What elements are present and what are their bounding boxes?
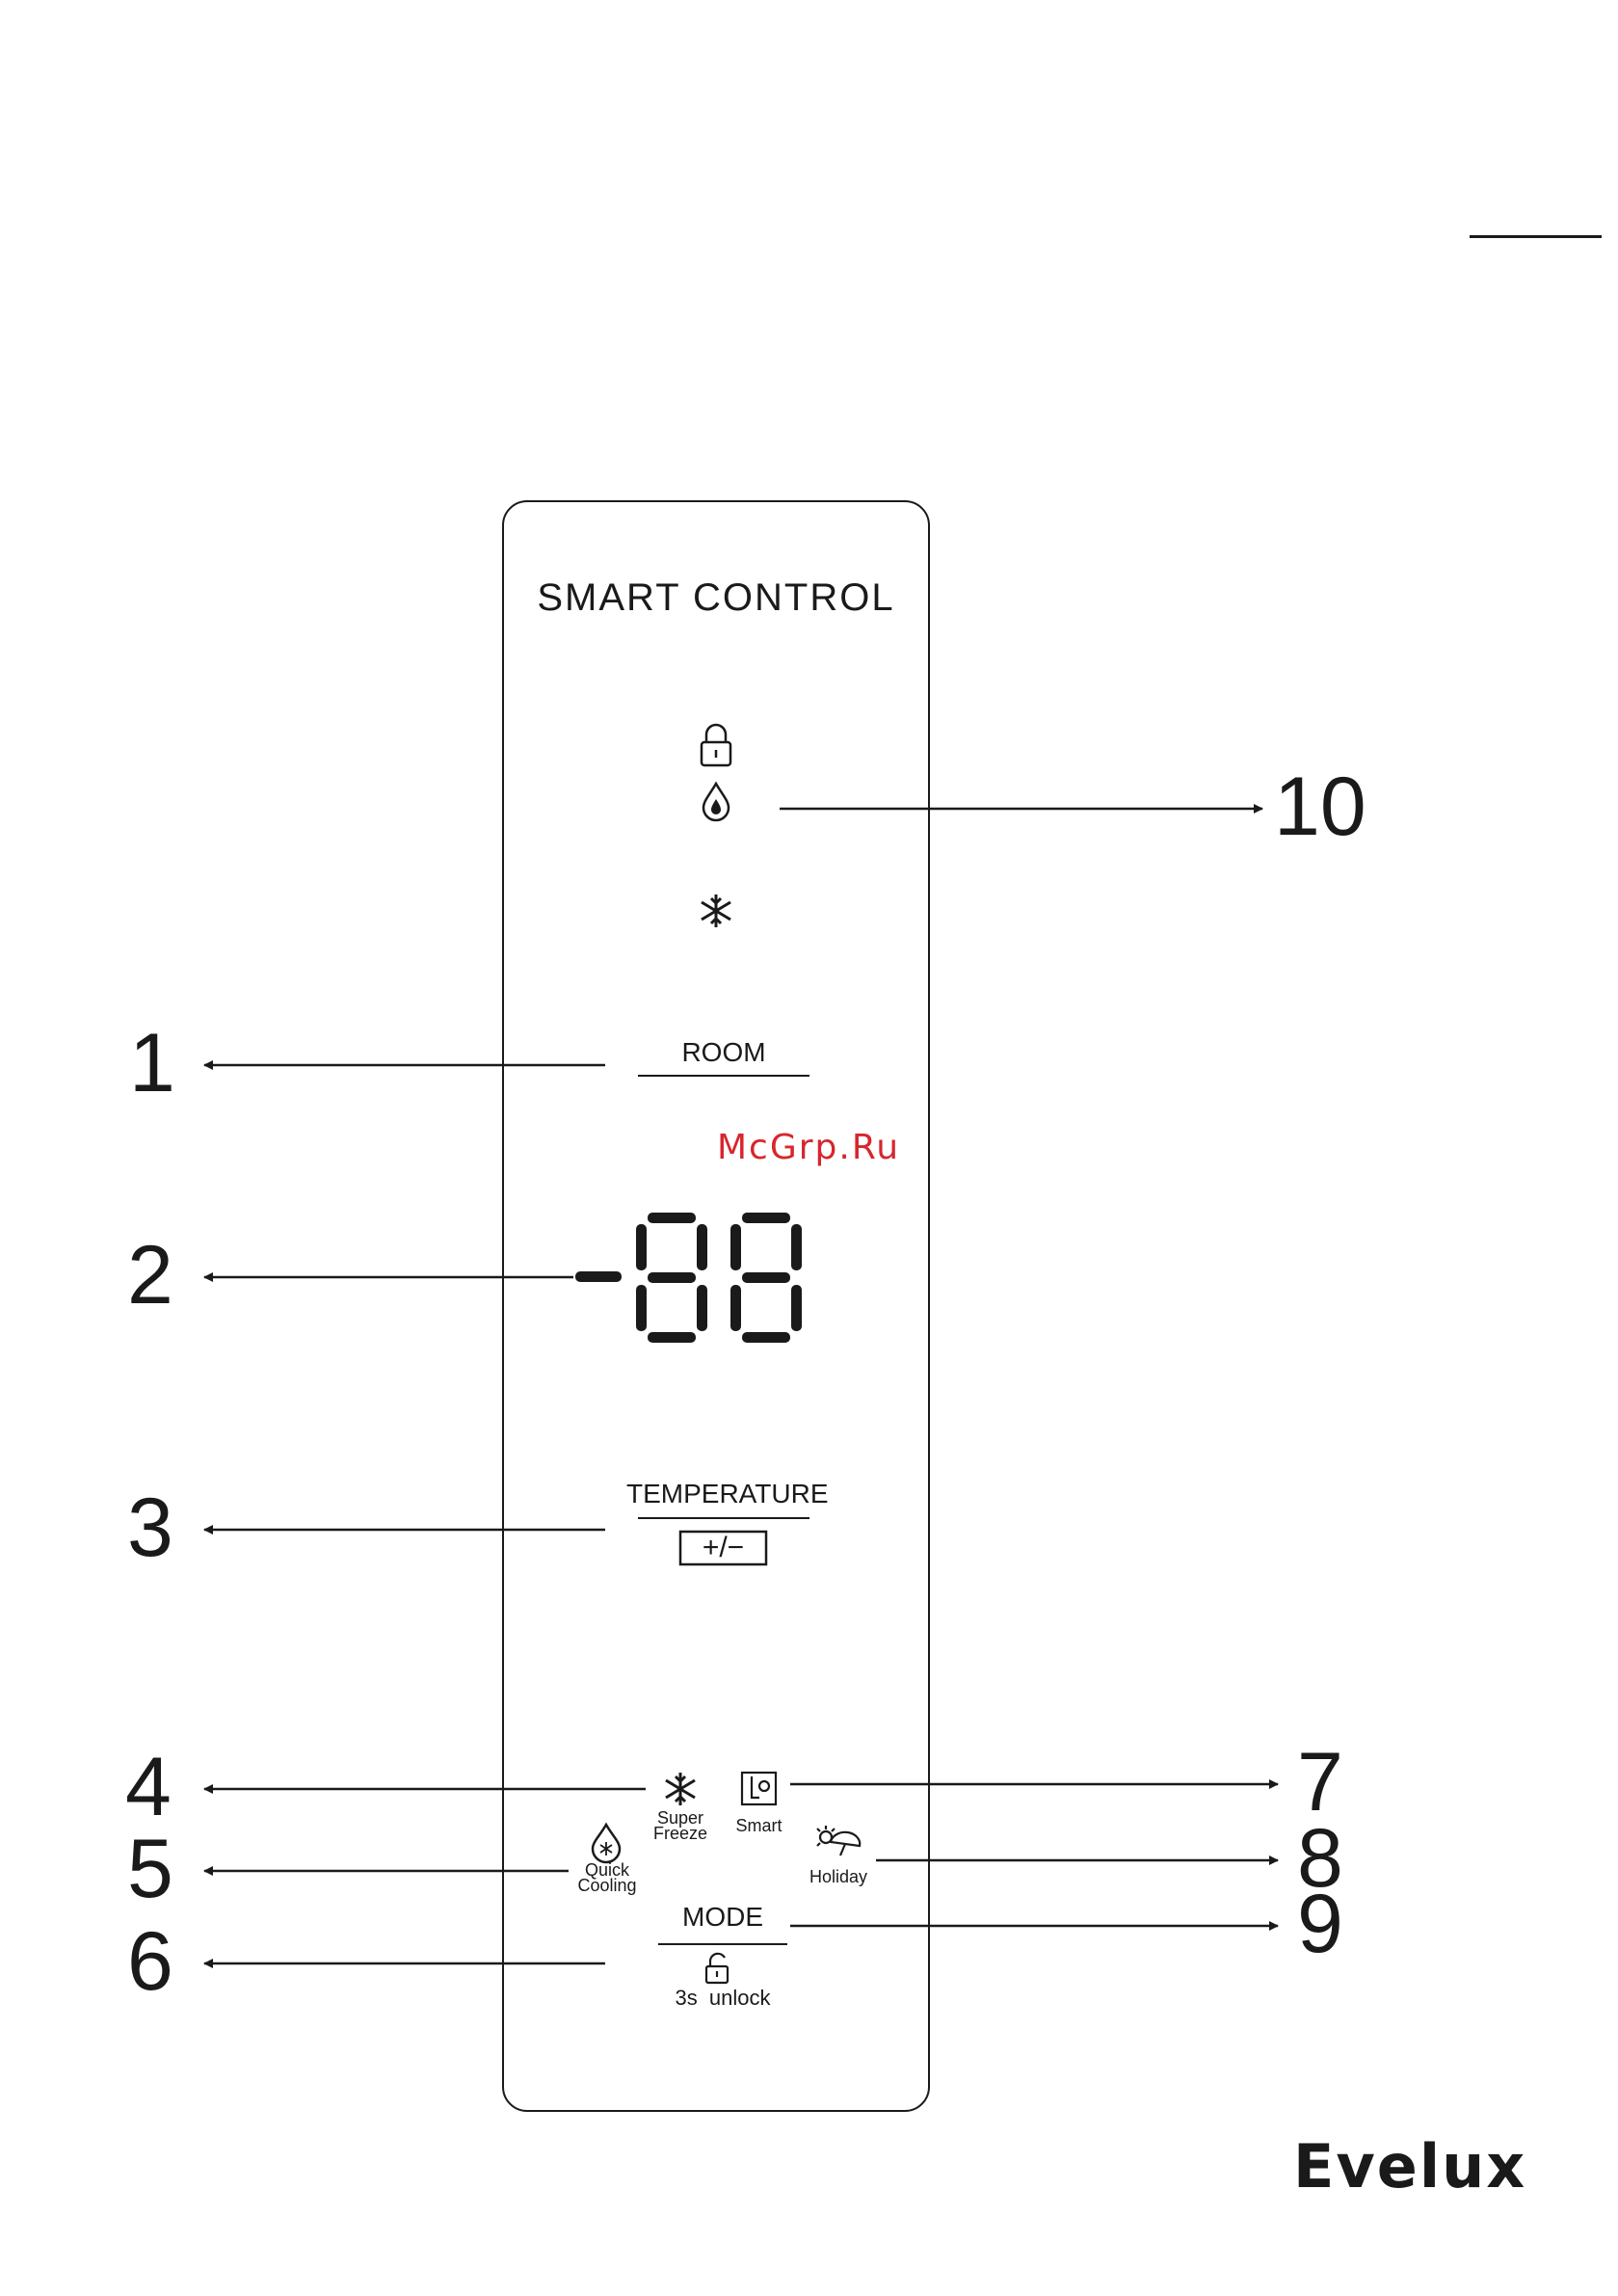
lock-icon	[702, 725, 730, 765]
callout-9: 9	[1297, 1882, 1343, 1965]
callout-4: 4	[125, 1746, 172, 1829]
brand-logo: Evelux	[1293, 2131, 1526, 2202]
callout-3: 3	[127, 1486, 173, 1569]
unlock-icon	[706, 1954, 728, 1983]
seven-segment-display	[575, 1213, 802, 1343]
water-drop-icon	[703, 784, 729, 820]
super-freeze-label[interactable]: Super Freeze	[642, 1810, 719, 1841]
callout-10: 10	[1274, 765, 1366, 848]
temperature-label: TEMPERATURE	[626, 1479, 821, 1509]
room-label: ROOM	[638, 1037, 809, 1068]
quick-cooling-label[interactable]: Quick Cooling	[564, 1862, 650, 1893]
smart-label[interactable]: Smart	[723, 1818, 795, 1833]
smart-icon	[742, 1773, 776, 1804]
holiday-icon	[817, 1826, 860, 1855]
callout-1: 1	[129, 1022, 175, 1105]
mode-button-label[interactable]: MODE	[658, 1902, 787, 1933]
super-freeze-icon	[666, 1773, 695, 1805]
quick-cooling-icon	[593, 1825, 620, 1862]
super-freeze-label-line2: Freeze	[642, 1826, 719, 1841]
callout-6: 6	[127, 1920, 173, 2003]
watermark: McGrp.Ru	[717, 1128, 900, 1167]
quick-cooling-label-line2: Cooling	[564, 1878, 650, 1893]
unlock-label: 3s unlock	[655, 1986, 790, 2011]
temperature-plus-minus-button[interactable]: +/−	[680, 1532, 766, 1564]
callout-2: 2	[127, 1234, 173, 1317]
callout-5: 5	[127, 1828, 173, 1910]
snowflake-icon	[702, 894, 730, 927]
holiday-label[interactable]: Holiday	[800, 1869, 877, 1884]
